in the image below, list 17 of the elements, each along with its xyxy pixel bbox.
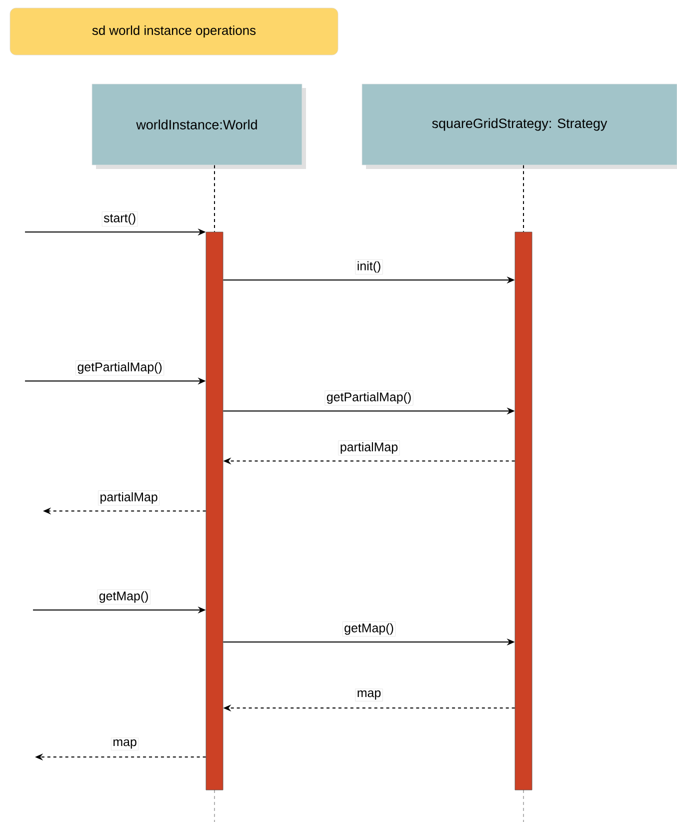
lifeline — [214, 164, 215, 232]
lifeline-head-box: worldInstance:World — [92, 84, 306, 169]
frame-tag: sd world instance operations — [10, 8, 338, 56]
edge-label: map — [355, 688, 383, 702]
edge-label: getPartialMap() — [324, 390, 414, 406]
edge-label: getMap() — [97, 590, 150, 604]
activation-bar — [206, 232, 224, 790]
edge-label: start() — [102, 212, 138, 226]
edge-label: partialMap — [338, 440, 400, 456]
edge-label: map — [110, 738, 139, 750]
lifeline — [523, 164, 524, 232]
edge-label: init() — [355, 260, 383, 274]
edge-label: partialMap — [98, 490, 160, 506]
edge-label: getPartialMap() — [76, 360, 164, 376]
activation-bar — [514, 232, 532, 790]
edge-label: getMap() — [342, 622, 396, 636]
lifeline-head-box: squareGridStrategy: Strategy — [362, 84, 677, 169]
